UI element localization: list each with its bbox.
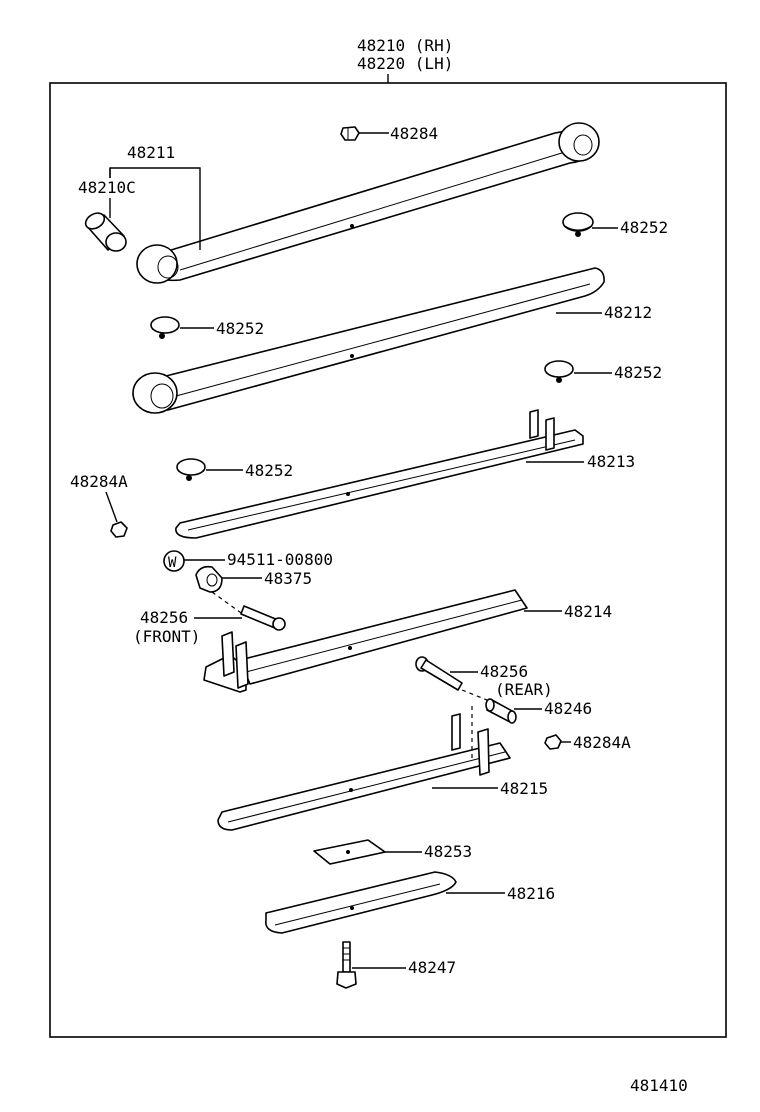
fifth-leaf-48215-part <box>217 713 511 831</box>
label-48252-d: 48252 <box>245 461 293 480</box>
nut-48284a-right-part <box>544 734 562 750</box>
main-leaf-48211-part <box>136 122 600 284</box>
center-bolt-48247-part <box>336 941 357 989</box>
bumper-48375-part <box>195 565 223 593</box>
bottom-leaf-48216-part <box>265 871 457 934</box>
rebound-pad-48252-a-part <box>562 212 594 237</box>
figure-number: 481410 <box>630 1076 688 1095</box>
label-48211: 48211 <box>127 143 175 162</box>
diagram-frame <box>49 82 727 1038</box>
label-48252-a: 48252 <box>620 218 668 237</box>
label-front-note: (FRONT) <box>133 627 200 646</box>
nut-48284-part <box>340 126 360 141</box>
label-48256-rear: 48256 <box>480 662 528 681</box>
rebound-pad-48252-c-part <box>544 360 574 383</box>
spacer-48253-part <box>313 839 386 865</box>
label-94511-00800: 94511-00800 <box>227 550 333 569</box>
bumper-alignment-dash <box>211 591 245 616</box>
label-48284a-right: 48284A <box>573 733 631 752</box>
label-48216: 48216 <box>507 884 555 903</box>
front-bolt-48256-part <box>240 605 286 631</box>
rebound-pad-48252-d-part <box>176 458 206 481</box>
label-48213: 48213 <box>587 452 635 471</box>
nut-48284a-left-part <box>110 521 128 538</box>
label-48247: 48247 <box>408 958 456 977</box>
label-48215: 48215 <box>500 779 548 798</box>
second-leaf-48212-part <box>132 267 605 414</box>
rebound-pad-48252-b-part <box>150 316 180 339</box>
label-48253: 48253 <box>424 842 472 861</box>
label-48252-c: 48252 <box>614 363 662 382</box>
label-48210c: 48210C <box>78 178 136 197</box>
washer-symbol-letter: W <box>168 555 177 571</box>
label-48246: 48246 <box>544 699 592 718</box>
label-48252-b: 48252 <box>216 319 264 338</box>
label-48256-front: 48256 <box>140 608 188 627</box>
label-48212: 48212 <box>604 303 652 322</box>
third-leaf-48213-part <box>175 409 584 539</box>
rear-bolt-48256-part <box>415 656 463 691</box>
fourth-leaf-48214-part <box>203 589 528 693</box>
bushing-48210c-part <box>84 212 127 252</box>
washer-symbol: W <box>163 550 185 572</box>
label-rear-note: (REAR) <box>495 680 553 699</box>
collar-48246-part <box>485 698 517 724</box>
label-48284: 48284 <box>390 124 438 143</box>
label-48284a-left: 48284A <box>70 472 128 491</box>
label-48214: 48214 <box>564 602 612 621</box>
assembly-number-lh: 48220 (LH) <box>357 54 453 73</box>
assembly-number-rh: 48210 (RH) <box>357 36 453 55</box>
label-48375: 48375 <box>264 569 312 588</box>
leader-48284a-left <box>105 491 118 523</box>
